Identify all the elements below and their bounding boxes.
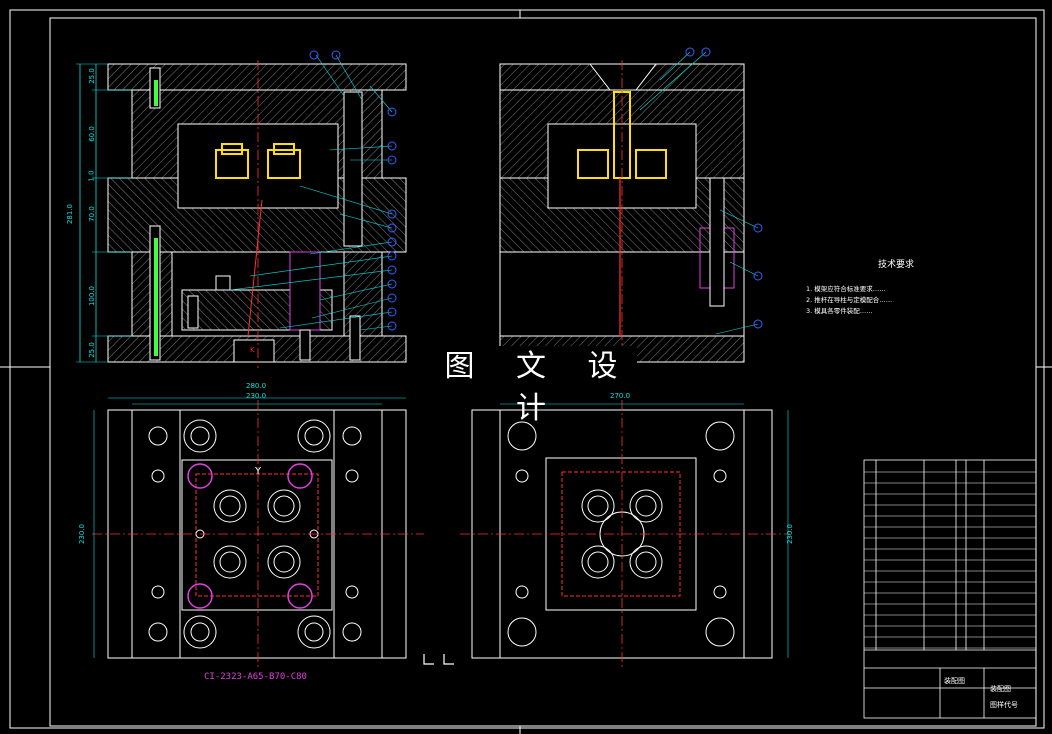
dim-left-total: 281.0 [66,203,75,225]
section-view-left [76,50,407,368]
title-block [863,459,1037,719]
corner-marks [423,654,454,665]
title-block-name-2: 装配图 [990,685,1011,693]
dim-bottom-right-side: 230.0 [786,523,795,545]
parts-list-rows [864,471,1036,649]
drawing-frame [0,9,1052,734]
plan-view-left [92,397,424,668]
dim-bottom-left-top: 280.0 [246,382,267,390]
title-block-code: 图样代号 [990,701,1018,709]
mold-base-spec: CI-2323-A65-B70-C80 [204,672,307,682]
dim-stack-4: 100.0 [88,285,97,307]
dim-stack-0: 25.0 [87,68,96,84]
title-block-name: 装配图 [944,677,965,685]
axis-label-y: Y [255,466,262,477]
section-view-right [499,47,763,368]
dim-bottom-left-side: 230.0 [78,523,87,545]
plan-view-right [460,400,790,668]
technical-requirements: 技术要求 1. 模架应符合标准要求…… 2. 推杆在导柱与定模配合…… 3. 模… [806,260,1036,317]
dim-bottom-right-top: 270.0 [610,392,631,400]
dim-stack-2: 1.0 [87,170,96,182]
tech-item: 1. 模架应符合标准要求…… [806,285,886,293]
watermark: 图 文 设 计 [441,346,637,426]
dim-stack-1: 60.0 [87,126,96,142]
tech-item: 2. 推杆在导柱与定模配合…… [806,296,893,304]
dim-stack-5: 25.0 [87,342,96,358]
dim-stack-3: 70.0 [87,206,96,222]
tech-title: 技术要求 [878,260,915,270]
section-label-k: K [250,346,255,354]
tech-item: 3. 模具各零件装配…… [806,307,873,315]
dim-bottom-left-inner: 230.0 [246,392,267,400]
